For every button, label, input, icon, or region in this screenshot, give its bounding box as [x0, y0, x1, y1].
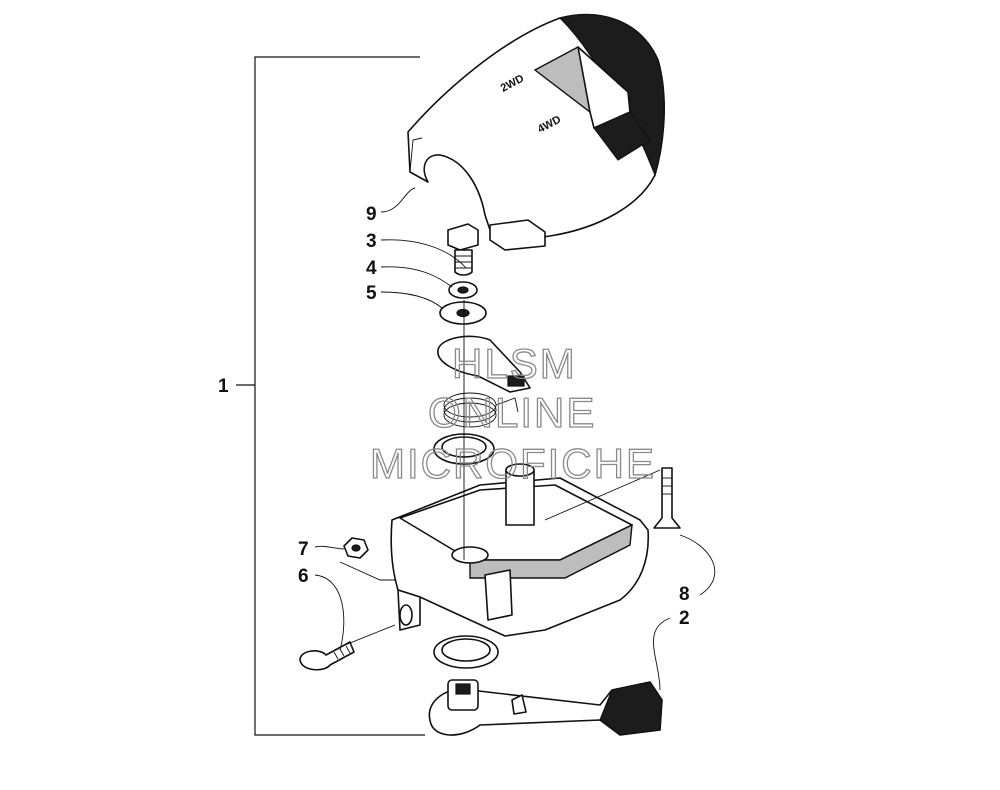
callout-1: 1 [218, 376, 229, 397]
cam-plate [437, 335, 531, 393]
watermark-line-2: ONLINE [428, 389, 596, 436]
carriage-bolt [299, 641, 355, 671]
leader-lines [314, 187, 716, 691]
cam-plate-tab [507, 375, 525, 387]
callout-9: 9 [366, 204, 377, 225]
callout-6: 6 [298, 566, 309, 587]
flat-head-screw [653, 467, 681, 529]
watermark-line-1: HLSM [452, 340, 577, 387]
torsion-spring [443, 392, 519, 428]
assembly-bracket [236, 56, 425, 736]
hex-nut [343, 537, 369, 559]
shift-lever [428, 679, 663, 736]
callout-4: 4 [366, 258, 377, 279]
upper-housing-cover: 2WD 4WD [407, 13, 665, 251]
callout-8: 8 [679, 584, 690, 605]
callout-3: 3 [366, 231, 377, 252]
callout-2: 2 [679, 608, 690, 629]
cap-screw [447, 223, 479, 276]
lower-housing-base [390, 463, 650, 637]
callout-7: 7 [298, 539, 309, 560]
seal-ring-lower [433, 635, 499, 669]
watermark-line-3: MICROFICHE [370, 440, 656, 487]
flat-washer-hole [456, 308, 470, 318]
callout-labels: 1 2 3 4 5 6 7 8 9 [218, 204, 690, 629]
callout-5: 5 [366, 283, 377, 304]
lock-washer-hole [457, 286, 469, 294]
watermark: HLSM ONLINE MICROFICHE [369, 339, 656, 487]
center-boss [505, 469, 535, 526]
